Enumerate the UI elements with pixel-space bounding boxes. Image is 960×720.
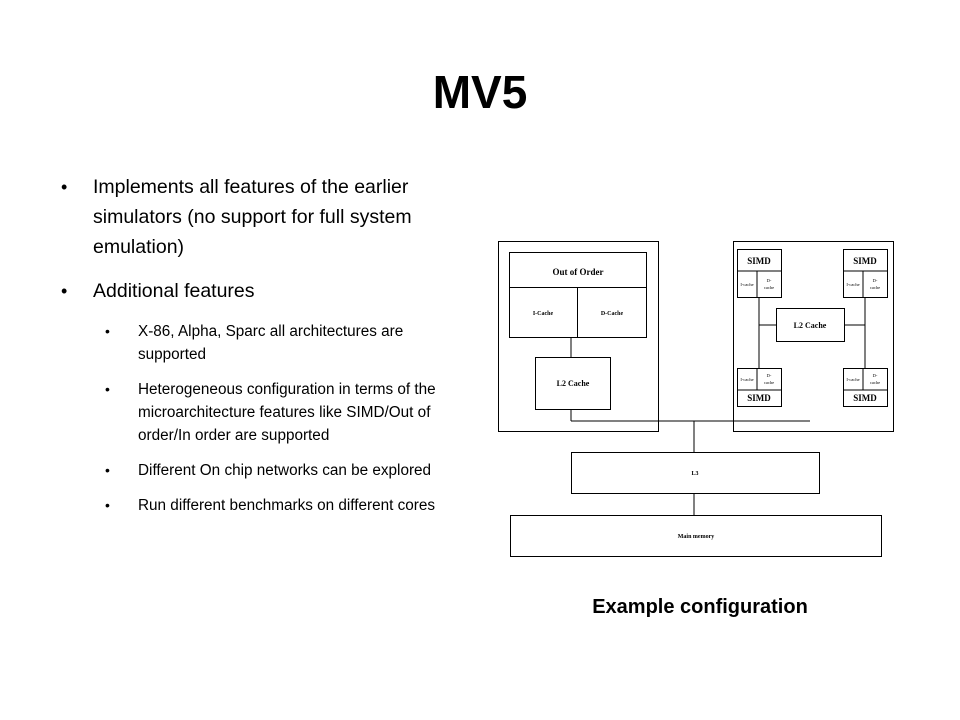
right-simd-group bbox=[733, 241, 894, 432]
sub-bullet-item: Run different benchmarks on different co… bbox=[60, 494, 460, 517]
simd-label: SIMD bbox=[747, 393, 771, 403]
dcache-small-label: D- bbox=[873, 373, 878, 378]
bullet-item: Implements all features of the earlier s… bbox=[60, 172, 460, 262]
left-core-group bbox=[498, 241, 659, 432]
dcache-small-label: D- bbox=[767, 278, 772, 283]
l3-cache bbox=[571, 452, 820, 494]
icache-small-label: I-cache bbox=[846, 377, 859, 382]
diagram-caption: Example configuration bbox=[592, 596, 808, 618]
dcache-small-label: D- bbox=[873, 278, 878, 283]
bullet-item: Additional features bbox=[60, 276, 460, 306]
slide-title: MV5 bbox=[432, 66, 528, 118]
dcache-small-label: cache bbox=[870, 380, 880, 385]
main-memory-label: Main memory bbox=[678, 534, 715, 540]
sub-bullet-item: Different On chip networks can be explor… bbox=[60, 459, 460, 482]
simd-label: SIMD bbox=[853, 393, 877, 403]
l3-label: L3 bbox=[691, 471, 698, 477]
out-of-order-label: Out of Order bbox=[553, 267, 604, 277]
dcache-box bbox=[577, 287, 647, 338]
sub-bullet-item: Heterogeneous configuration in terms of … bbox=[60, 378, 460, 447]
l2-cache-left bbox=[535, 357, 611, 410]
dcache-small-label: cache bbox=[870, 285, 880, 290]
l2-cache-right-label: L2 Cache bbox=[794, 321, 827, 330]
sub-bullet-item: X-86, Alpha, Sparc all architectures are… bbox=[60, 320, 460, 366]
icache-small-label: I-cache bbox=[740, 282, 753, 287]
main-memory bbox=[510, 515, 882, 557]
bullet-list: Implements all features of the earlier s… bbox=[60, 172, 460, 529]
simd-label: SIMD bbox=[853, 256, 877, 266]
simd-unit bbox=[737, 368, 782, 407]
icache-small-label: I-cache bbox=[846, 282, 859, 287]
icache-small-label: I-cache bbox=[740, 377, 753, 382]
icache-label: I-Cache bbox=[533, 311, 554, 317]
dcache-small-label: cache bbox=[764, 285, 774, 290]
simd-unit bbox=[843, 368, 888, 407]
dcache-label: D-Cache bbox=[601, 311, 624, 317]
dcache-small-label: D- bbox=[767, 373, 772, 378]
l2-cache-left-label: L2 Cache bbox=[557, 379, 590, 388]
dcache-small-label: cache bbox=[764, 380, 774, 385]
simd-label: SIMD bbox=[747, 256, 771, 266]
